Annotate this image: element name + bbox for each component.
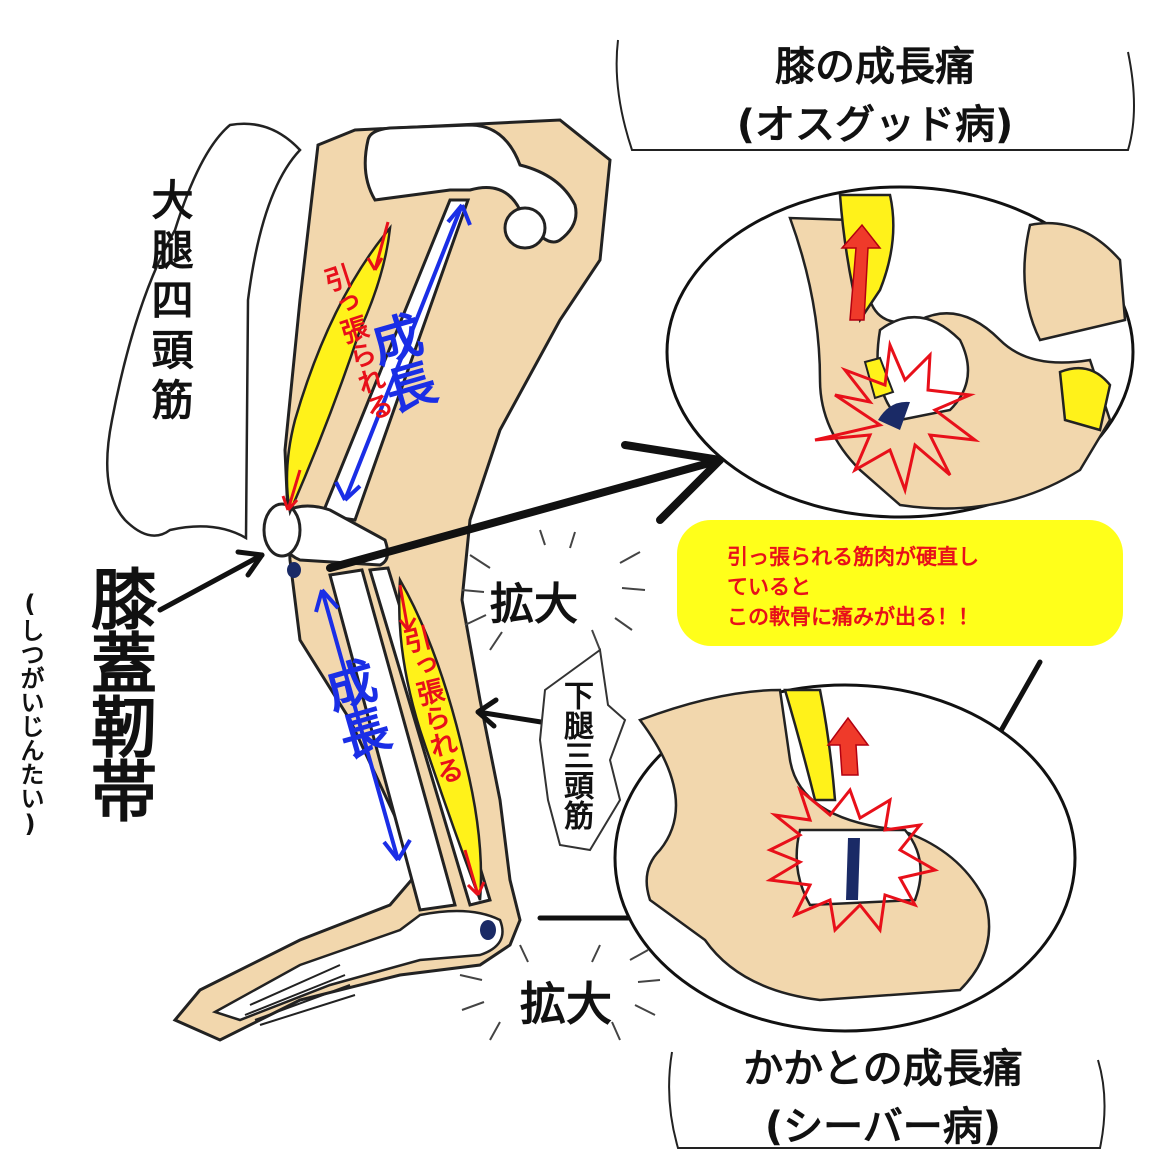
heel-detail-view — [613, 683, 1077, 1033]
note-line3: この軟骨に痛みが出る！！ — [727, 605, 979, 629]
knee-title-line1: 膝の成長痛 — [775, 44, 975, 90]
patellar-ligament-reading: (しつがいじんたい) — [16, 590, 44, 838]
heel-title-line1: かかとの成長痛 — [743, 1046, 1023, 1092]
note-line2: ていると — [727, 575, 811, 599]
pull-arrows — [281, 221, 486, 897]
patellar-ligament-label: 膝蓋靭帯 — [80, 565, 157, 821]
enlarge-burst-lower — [459, 944, 661, 1041]
knee-title: 膝の成長痛 (オスグッド病) — [620, 38, 1130, 154]
heel-title-frame — [668, 1051, 1106, 1149]
quadriceps-label: 大腿四頭筋 — [145, 178, 194, 428]
knee-title-frame — [615, 39, 1135, 151]
leg-illustration — [172, 118, 612, 1042]
note-line1: 引っ張られる筋肉が硬直し — [727, 545, 979, 569]
triceps-label-bubble — [538, 648, 627, 852]
heel-title-line2: (シーバー病) — [764, 1104, 1002, 1150]
knee-title-line2: (オスグッド病) — [736, 102, 1014, 148]
quadriceps-label-bubble — [105, 122, 302, 541]
knee-detail-view — [665, 185, 1135, 519]
enlarge-burst-upper — [461, 529, 646, 651]
heel-title: かかとの成長痛 (シーバー病) — [668, 1040, 1098, 1156]
enlarge-label-lower: 拡大 — [520, 977, 612, 1031]
growth-arrows — [314, 203, 472, 862]
triceps-surae-label: 下腿三頭筋 — [558, 680, 593, 830]
enlarge-label-upper: 拡大 — [490, 579, 578, 630]
warning-note: 引っ張られる筋肉が硬直し ていると この軟骨に痛みが出る！！ — [677, 520, 1123, 646]
